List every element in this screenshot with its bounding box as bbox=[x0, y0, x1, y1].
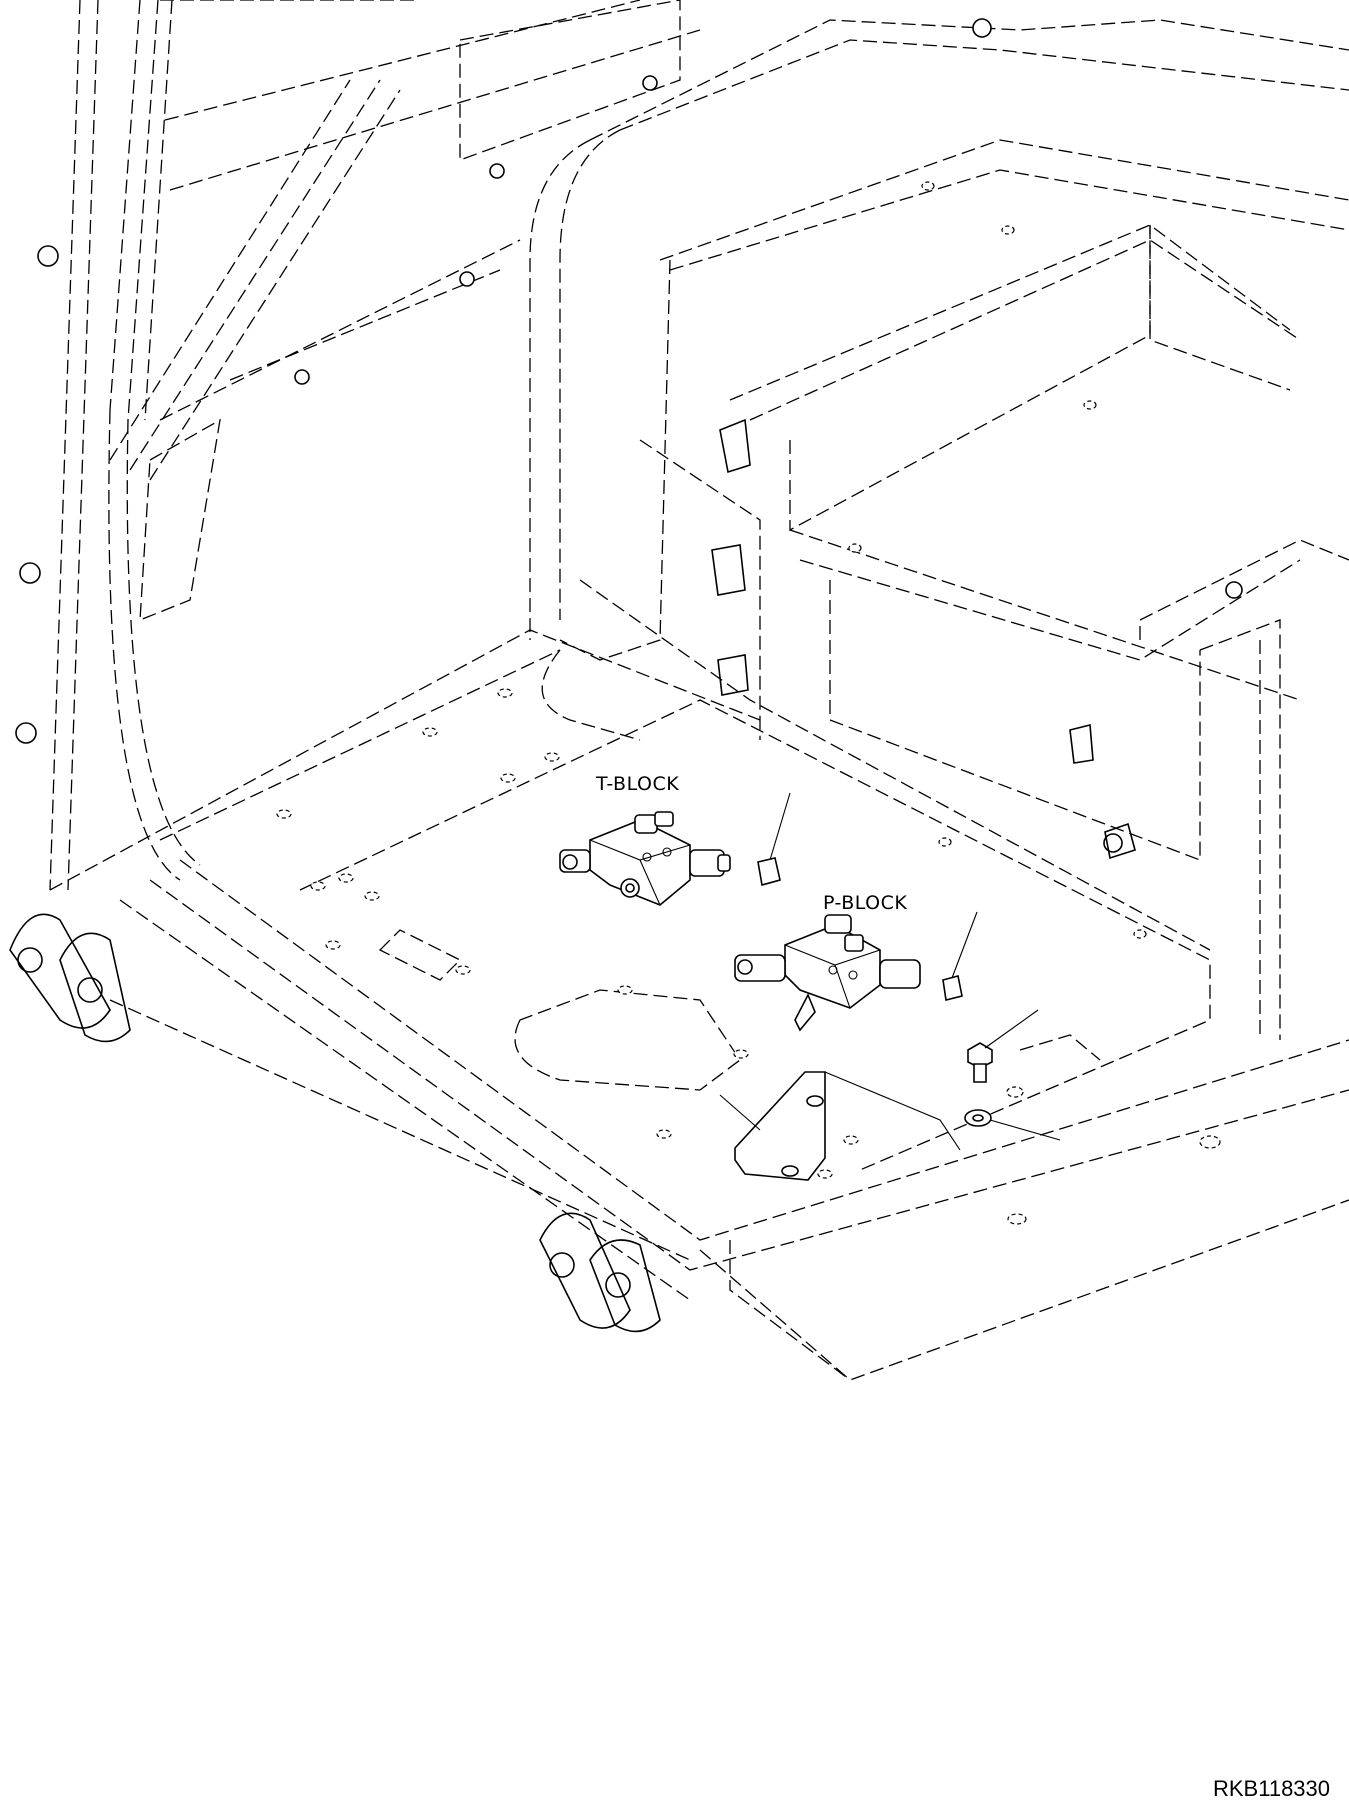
t-block-plug bbox=[758, 793, 790, 885]
p-block-plug bbox=[943, 912, 977, 1000]
mounting-bracket bbox=[720, 1072, 960, 1180]
frame-mounting-bolts bbox=[16, 19, 1242, 852]
right-console bbox=[660, 140, 1349, 1040]
center-partition bbox=[560, 260, 1210, 950]
floor-plate bbox=[50, 630, 1349, 1380]
left-cab-pillar bbox=[50, 0, 700, 890]
p-block-label: P-BLOCK bbox=[823, 892, 908, 914]
t-block-manifold bbox=[560, 812, 730, 905]
drawing-code: RKB118330 bbox=[1213, 1776, 1331, 1801]
floor-holes bbox=[277, 182, 1220, 1224]
hinge-brackets bbox=[10, 914, 660, 1331]
back-wall bbox=[160, 0, 1349, 640]
p-block-manifold bbox=[735, 915, 920, 1030]
t-block-label: T-BLOCK bbox=[596, 773, 680, 795]
console-tabs bbox=[712, 420, 1135, 858]
hex-bolt bbox=[968, 1010, 1038, 1082]
washer bbox=[965, 1110, 1060, 1140]
